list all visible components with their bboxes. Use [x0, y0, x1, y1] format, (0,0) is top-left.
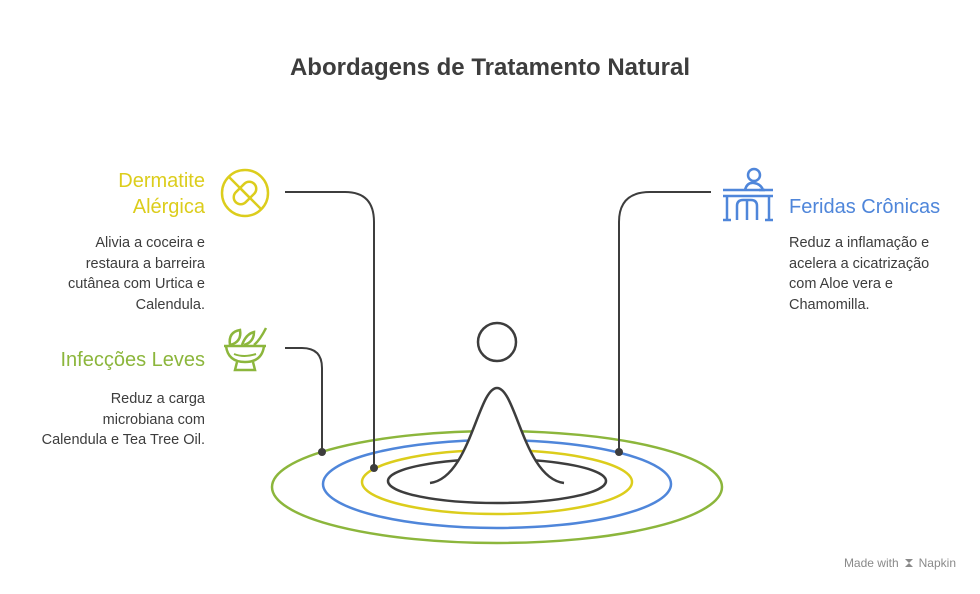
patient-bed-icon — [723, 167, 773, 222]
herbal-mortar-icon — [224, 327, 268, 372]
dermatite-desc-line: restaura a barreira — [85, 255, 205, 272]
no-pill-icon — [220, 168, 270, 218]
feridas-heading: Feridas Crônicas — [789, 196, 941, 218]
infeccoes-desc-line: microbiana com — [102, 411, 205, 428]
dermatite-desc-line: Calendula. — [135, 296, 205, 313]
dermatite-heading-line1: Dermatite — [118, 170, 205, 192]
connector-dot-dermatite — [370, 464, 378, 472]
infeccoes-desc-line: Calendula e Tea Tree Oil. — [41, 432, 205, 448]
footer-attribution[interactable]: Made with Napkin — [844, 556, 956, 570]
drop-head — [476, 321, 518, 363]
dermatite-description: Alivia a coceira e restaura a barreira c… — [20, 233, 205, 315]
dermatite-heading: Dermatite Alérgica — [60, 168, 205, 220]
connector-infeccoes — [285, 347, 323, 452]
napkin-logo-icon — [904, 559, 913, 567]
made-with-label: Made with — [843, 556, 899, 570]
infeccoes-desc-line: Reduz a carga — [110, 391, 205, 407]
dermatite-heading-line2: Alérgica — [132, 196, 205, 218]
napkin-brand: Napkin — [918, 556, 956, 570]
feridas-desc-line: Chamomilla. — [789, 296, 870, 313]
page-title: Abordagens de Tratamento Natural — [289, 54, 691, 81]
feridas-description: Reduz a inflamação e acelera a cicatriza… — [789, 233, 969, 315]
feridas-desc-line: com Aloe vera e — [789, 276, 893, 292]
connector-dot-infeccoes — [318, 448, 326, 456]
dermatite-desc-line: Alivia a coceira e — [95, 235, 205, 251]
infeccoes-description: Reduz a carga microbiana com Calendula e… — [20, 389, 205, 451]
drop-body — [429, 386, 565, 485]
connector-dermatite — [285, 191, 375, 468]
feridas-desc-line: Reduz a inflamação e — [789, 235, 930, 251]
dermatite-desc-line: cutânea com Urtica e — [67, 276, 205, 292]
infeccoes-heading: Infecções Leves — [60, 349, 205, 371]
connector-feridas — [618, 191, 711, 452]
connector-dot-feridas — [615, 448, 623, 456]
feridas-desc-line: acelera a cicatrização — [789, 255, 930, 272]
